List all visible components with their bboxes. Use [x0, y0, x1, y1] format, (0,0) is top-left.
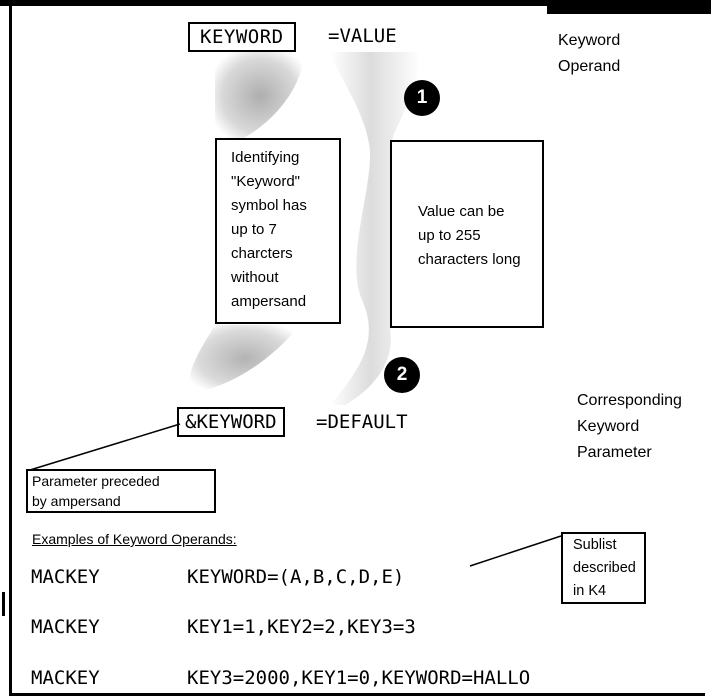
example-operand: KEYWORD=(A,B,C,D,E)	[187, 566, 405, 588]
examples-heading: Examples of Keyword Operands:	[32, 531, 237, 547]
example-operand: KEY1=1,KEY2=2,KEY3=3	[187, 616, 416, 638]
sublist-note: Sublist described in K4	[561, 532, 646, 604]
note-line: Identifying	[231, 149, 300, 166]
top-right-corner-block	[547, 0, 711, 14]
number-badge-2: 2	[384, 357, 420, 393]
top-border	[0, 0, 711, 6]
example-macro-name: MACKEY	[31, 616, 100, 638]
margin-tick-mark	[2, 592, 5, 616]
note-line: in K4	[573, 583, 607, 599]
example-operand: KEY3=2000,KEY1=0,KEYWORD=HALLO	[187, 667, 531, 689]
note-line: described	[573, 560, 636, 576]
note-line: up to 255	[418, 227, 481, 244]
keyword-parameter-label-line: Corresponding	[577, 392, 682, 409]
note-line: by ampersand	[32, 493, 121, 509]
value-length-note: Value can be up to 255 characters long	[390, 140, 544, 328]
keyword-operand-label-line: Keyword	[558, 32, 621, 49]
note-line: symbol has	[231, 197, 307, 214]
note-line: Parameter preceded	[32, 473, 160, 489]
page-frame	[9, 6, 705, 696]
keyword-parameter-label-line: Parameter	[577, 444, 652, 461]
keyword-parameter-keyword-box: &KEYWORD	[177, 407, 285, 437]
left-funnel-shade	[215, 52, 305, 140]
left-lower-shade	[189, 325, 300, 392]
note-line: up to 7	[231, 221, 277, 238]
note-line: "Keyword"	[231, 173, 301, 190]
note-line: Value can be	[418, 203, 505, 220]
keyword-parameter-default: =DEFAULT	[316, 411, 408, 433]
example-macro-name: MACKEY	[31, 667, 100, 689]
keyword-operand-keyword-box: KEYWORD	[188, 22, 296, 52]
note-line: without	[231, 269, 279, 286]
ampersand-note: Parameter preceded by ampersand	[26, 469, 216, 513]
keyword-symbol-note: Identifying "Keyword" symbol has up to 7…	[215, 138, 341, 324]
keyword-operand-label: Keyword Operand	[558, 28, 620, 80]
keyword-parameter-label: Corresponding Keyword Parameter	[577, 388, 682, 466]
note-line: Sublist	[573, 537, 617, 553]
number-badge-1: 1	[404, 80, 440, 116]
note-line: characters long	[418, 251, 521, 268]
right-funnel-shade	[330, 52, 420, 405]
keyword-operand-label-line: Operand	[558, 58, 621, 75]
keyword-operand-value: =VALUE	[328, 25, 397, 47]
example-macro-name: MACKEY	[31, 566, 100, 588]
keyword-parameter-label-line: Keyword	[577, 418, 640, 435]
note-line: ampersand	[231, 293, 307, 310]
note-line: charcters	[231, 245, 293, 262]
